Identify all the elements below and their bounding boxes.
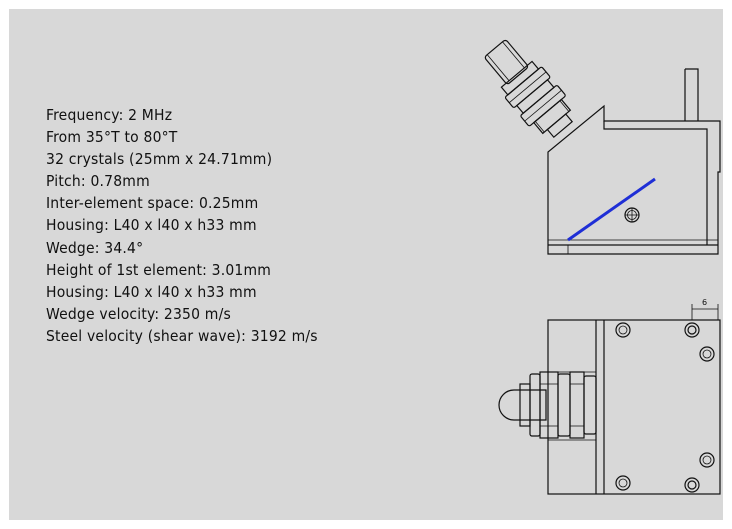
side-connector — [484, 39, 574, 139]
spec-list: Frequency: 2 MHz From 35°T to 80°T 32 cr… — [46, 104, 318, 347]
spec-first-element-height: Height of 1st element: 3.01mm — [46, 260, 272, 279]
spec-housing-repeat: Housing: L40 x l40 x h33 mm — [46, 282, 257, 301]
spec-frequency: Frequency: 2 MHz — [46, 106, 173, 124]
top-view: 6 — [498, 298, 721, 495]
side-housing-step — [548, 121, 718, 246]
side-housing-base — [548, 239, 718, 254]
top-housing-outline — [547, 319, 721, 495]
dimension-marker — [691, 304, 719, 320]
spec-wedge-velocity: Wedge velocity: 2350 m/s — [46, 304, 231, 323]
spec-steel-velocity: Steel velocity (shear wave): 3192 m/s — [46, 326, 318, 345]
crystal-array-line — [567, 177, 656, 242]
dimension-label: 6 — [702, 298, 707, 307]
spec-wedge: Wedge: 34.4° — [46, 238, 144, 257]
spec-angle-range: From 35°T to 80°T — [46, 128, 178, 147]
spec-pitch: Pitch: 0.78mm — [46, 172, 150, 191]
bolt-hex — [615, 322, 715, 493]
side-view — [484, 39, 721, 255]
spec-inter-element-space: Inter-element space: 0.25mm — [46, 194, 259, 213]
spec-housing: Housing: L40 x l40 x h33 mm — [46, 216, 257, 235]
spec-crystals: 32 crystals (25mm x 24.71mm) — [46, 150, 273, 169]
side-rod — [684, 68, 699, 121]
top-connector — [498, 371, 597, 439]
side-housing-outline — [547, 104, 721, 255]
